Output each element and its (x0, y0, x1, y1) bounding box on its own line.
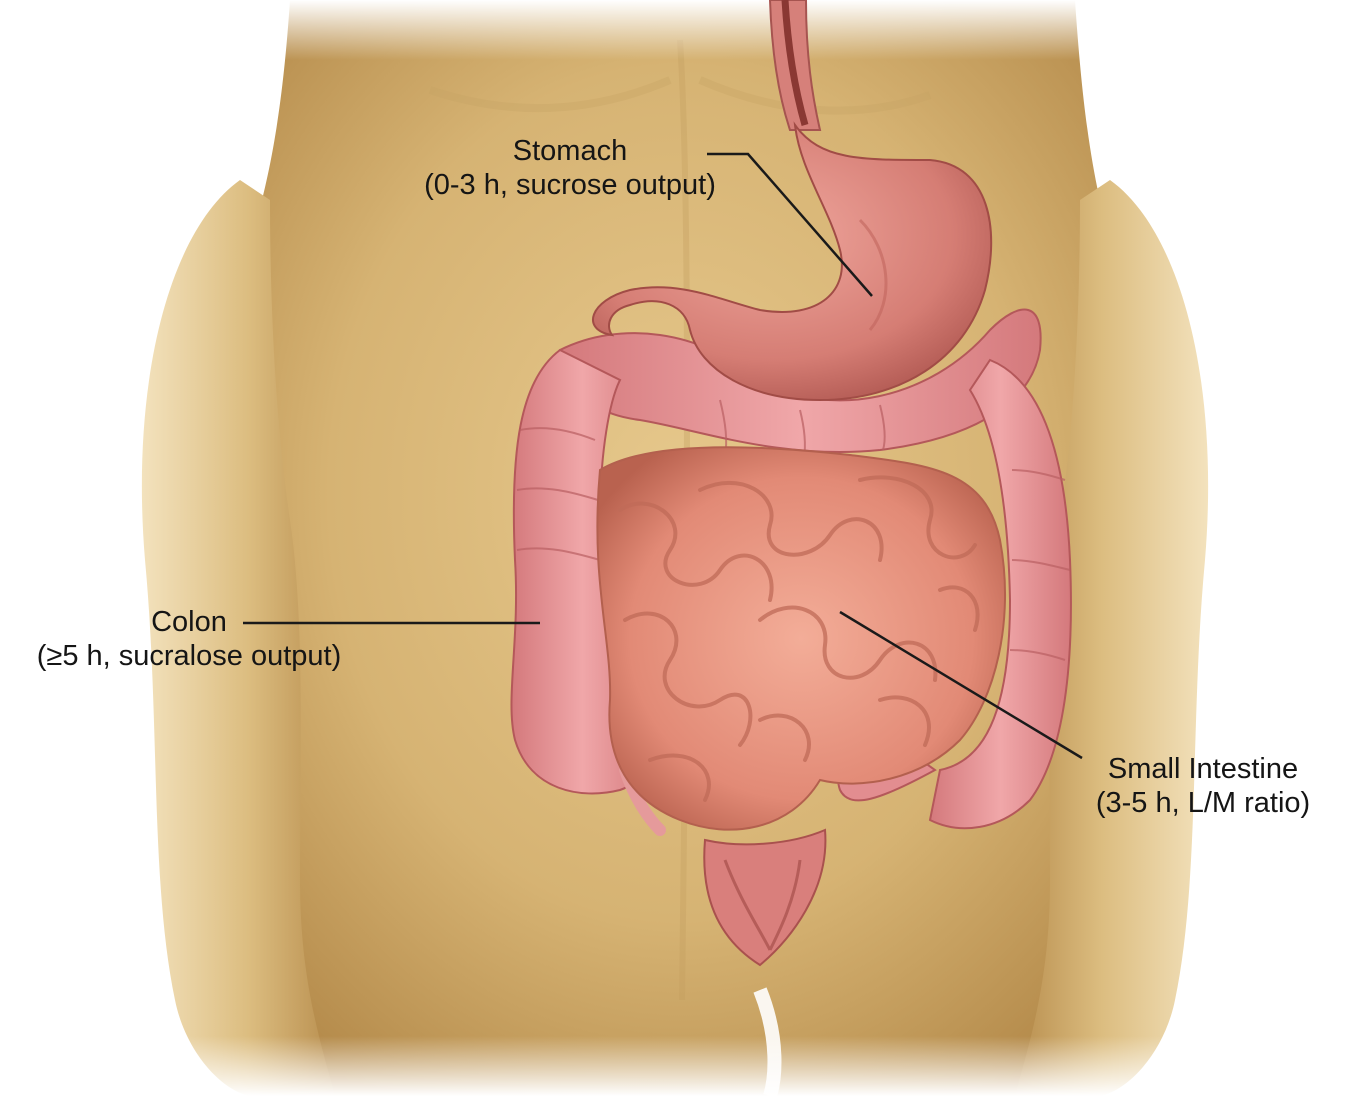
stomach-name: Stomach (390, 134, 750, 168)
stomach-label: Stomach (0-3 h, sucrose output) (390, 134, 750, 202)
colon-detail: (≥5 h, sucralose output) (4, 639, 374, 673)
colon-name: Colon (4, 605, 374, 639)
small-intestine-name: Small Intestine (1072, 752, 1334, 786)
small-intestine-detail: (3-5 h, L/M ratio) (1072, 786, 1334, 820)
small-intestine-label: Small Intestine (3-5 h, L/M ratio) (1072, 752, 1334, 820)
colon-label: Colon (≥5 h, sucralose output) (4, 605, 374, 673)
stomach-detail: (0-3 h, sucrose output) (390, 168, 750, 202)
